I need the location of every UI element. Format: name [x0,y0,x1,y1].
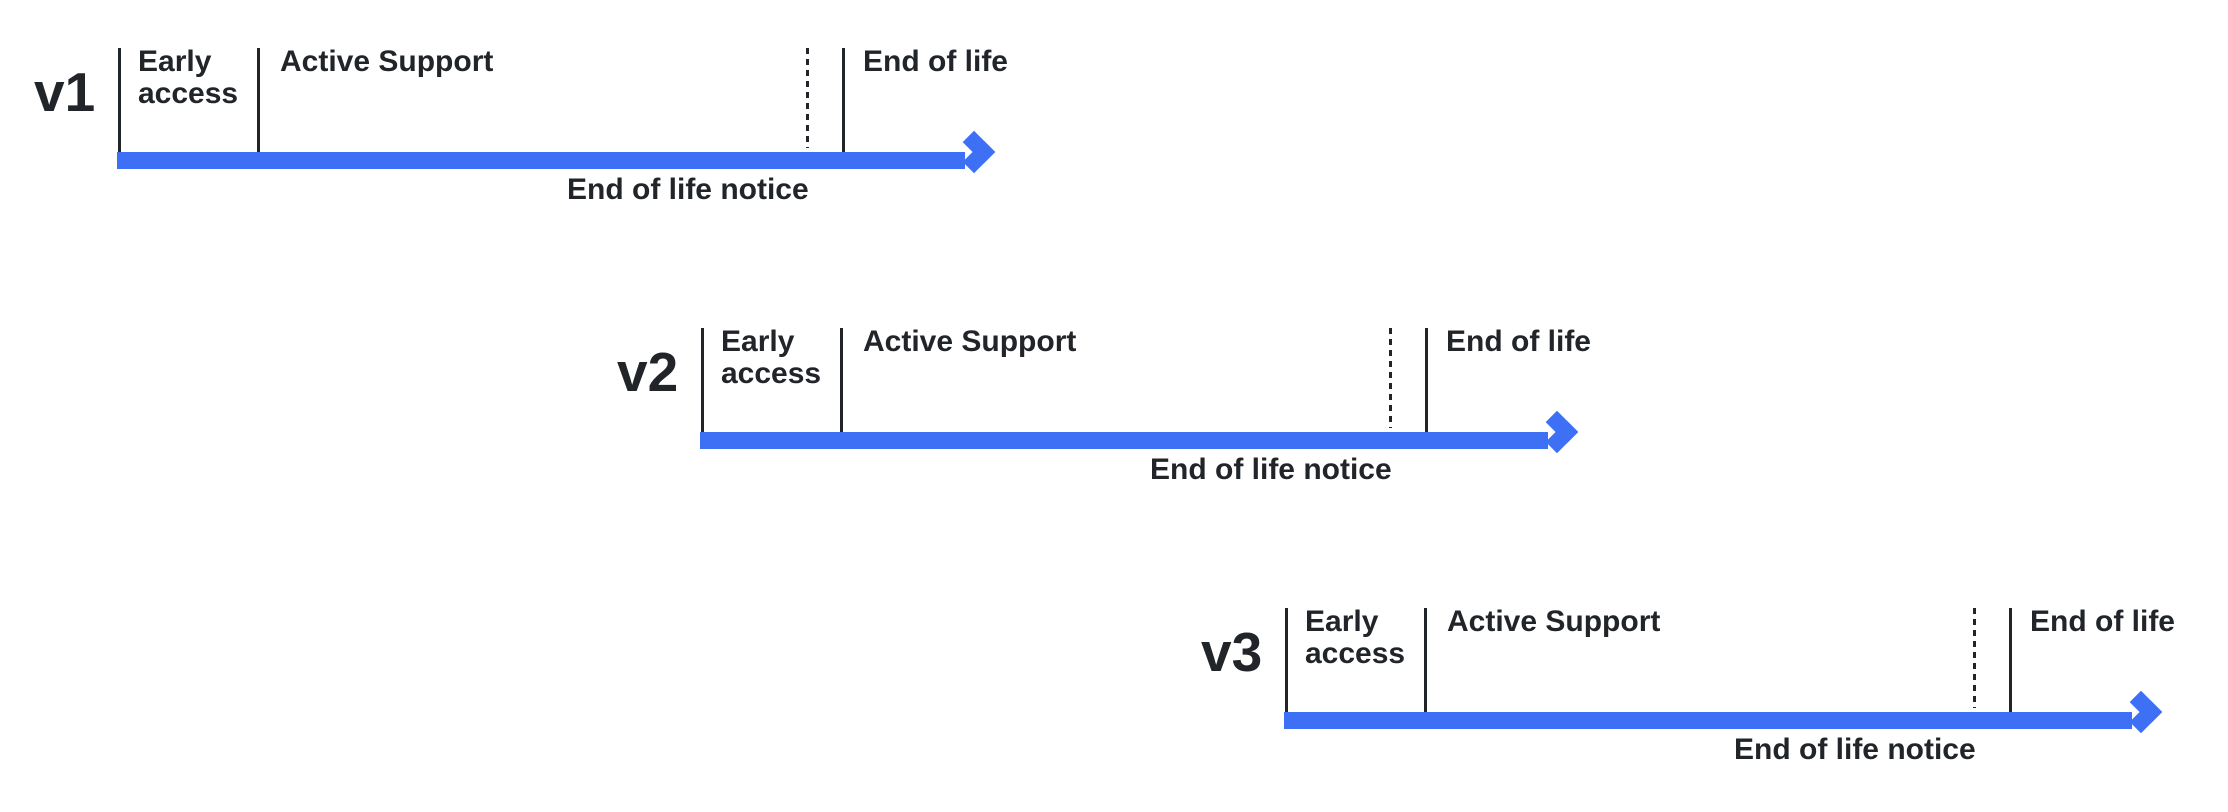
early-access-label: Early access [721,325,822,390]
timeline-arrow-shaft [117,152,965,169]
end-of-life-tick [842,48,845,152]
active-support-start-tick [1424,608,1427,712]
timeline-arrow-shaft [700,432,1548,449]
end-of-life-label: End of life [863,45,1008,78]
timeline-v1: v1 Early access Active Support End of li… [34,45,1119,218]
early-access-label: Early access [1305,605,1406,670]
active-support-start-tick [840,328,843,432]
early-access-label: Early access [138,45,239,110]
active-support-label: Active Support [863,325,1077,358]
early-access-start-tick [1285,608,1288,712]
early-access-start-tick [118,48,121,152]
version-label-v2: v2 [617,341,679,403]
active-support-start-tick [257,48,260,152]
end-of-life-label: End of life [1446,325,1591,358]
end-of-life-notice-label: End of life notice [1150,453,1392,486]
active-support-label: Active Support [280,45,494,78]
end-of-life-notice-label: End of life notice [567,173,809,206]
early-access-start-tick [701,328,704,432]
end-of-life-notice-dashed-line [1973,608,1976,708]
end-of-life-label: End of life [2030,605,2175,638]
timeline-arrow-shaft [1284,712,2132,729]
version-label-v3: v3 [1201,621,1263,683]
end-of-life-notice-dashed-line [806,48,809,148]
active-support-label: Active Support [1447,605,1661,638]
end-of-life-tick [1425,328,1428,432]
end-of-life-notice-dashed-line [1389,328,1392,428]
end-of-life-notice-label: End of life notice [1734,733,1976,766]
version-label-v1: v1 [34,61,96,123]
timeline-v2: v2 Early access Active Support End of li… [617,325,1702,498]
timeline-v3: v3 Early access Active Support End of li… [1201,605,2228,778]
end-of-life-tick [2009,608,2012,712]
